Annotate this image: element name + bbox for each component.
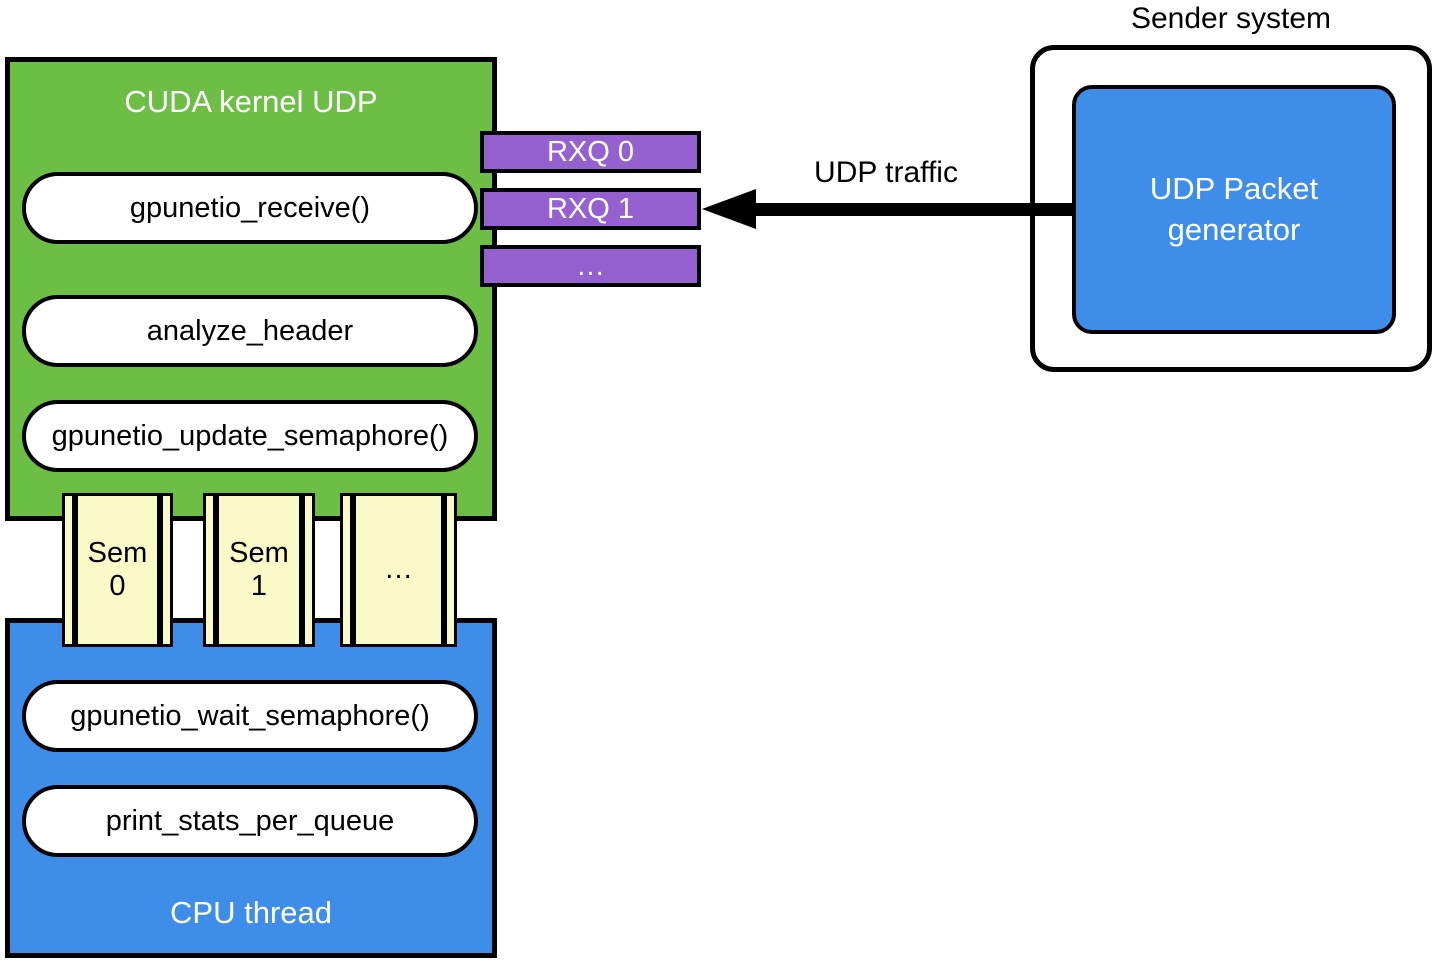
cuda-kernel-block: CUDA kernel UDP gpunetio_receive() analy… (5, 57, 497, 521)
semaphore-more-left-rail (340, 493, 353, 647)
cuda-kernel-title: CUDA kernel UDP (124, 84, 378, 119)
semaphore-more-label-line1: … (384, 553, 413, 586)
semaphore-0-box: Sem 0 (62, 493, 173, 647)
rxq-0-box: RXQ 0 (480, 131, 701, 173)
gpunetio-update-semaphore-pill: gpunetio_update_semaphore() (22, 400, 478, 472)
semaphore-0-label-line2: 0 (109, 570, 126, 602)
gpunetio-wait-semaphore-pill: gpunetio_wait_semaphore() (22, 680, 478, 752)
udp-packet-generator-block: UDP Packet generator (1072, 85, 1396, 334)
gpunetio-receive-pill: gpunetio_receive() (22, 172, 478, 244)
cpu-thread-block: gpunetio_wait_semaphore() print_stats_pe… (5, 618, 497, 958)
udp-packet-generator-label-line1: UDP Packet (1149, 171, 1319, 207)
semaphore-0-label: Sem 0 (75, 493, 160, 647)
semaphore-1-left-rail (203, 493, 216, 647)
semaphore-1-label-line1: Sem (229, 536, 289, 569)
semaphore-0-left-rail (62, 493, 75, 647)
semaphore-1-box: Sem 1 (203, 493, 315, 647)
cpu-thread-title: CPU thread (170, 895, 332, 930)
semaphore-1-label-line2: 1 (250, 570, 268, 602)
semaphore-1-label: Sem 1 (216, 493, 302, 647)
print-stats-per-queue-pill: print_stats_per_queue (22, 785, 478, 857)
rxq-1-box: RXQ 1 (480, 188, 701, 230)
semaphore-1-right-rail (302, 493, 315, 647)
semaphore-0-label-line1: Sem (87, 536, 148, 569)
udp-packet-generator-label-line2: generator (1167, 211, 1301, 247)
semaphore-0-right-rail (160, 493, 173, 647)
rxq-more-box: … (480, 245, 701, 287)
udp-traffic-arrow-shaft (740, 203, 1075, 216)
semaphore-more-box: … (340, 493, 457, 647)
sender-system-title: Sender system (1130, 2, 1332, 35)
udp-traffic-arrowhead-icon (702, 189, 756, 229)
udp-traffic-label: UDP traffic (814, 156, 958, 189)
semaphore-more-label: … (353, 493, 444, 647)
analyze-header-pill: analyze_header (22, 295, 478, 367)
semaphore-more-right-rail (444, 493, 457, 647)
